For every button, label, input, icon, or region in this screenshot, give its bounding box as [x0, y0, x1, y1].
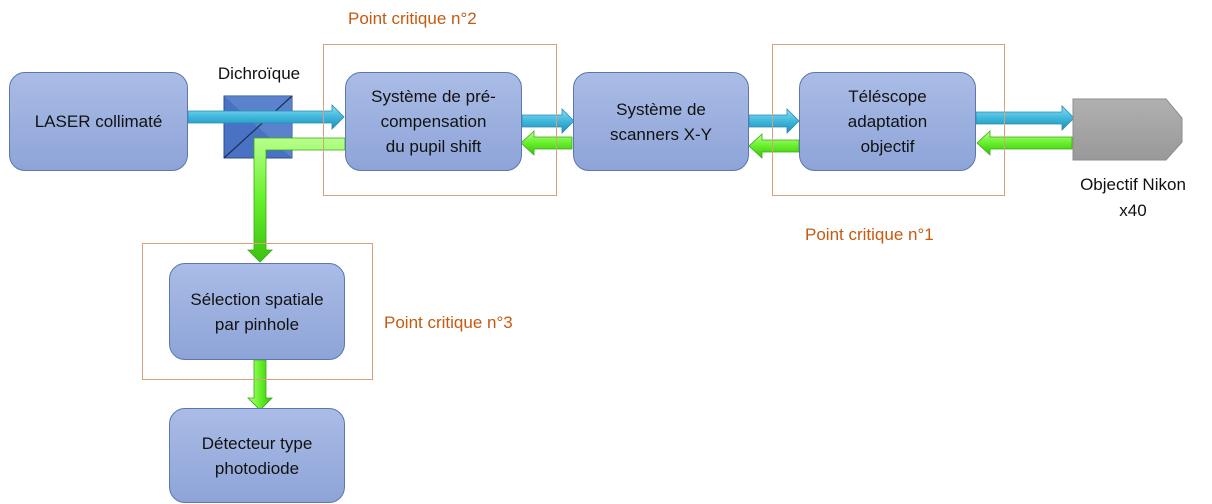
beam-scanners-to-precomp	[520, 130, 573, 156]
scanners-block: Système de scanners X-Y	[573, 72, 749, 171]
laser-block: LASER collimaté	[9, 72, 188, 171]
objective-icon	[1072, 98, 1183, 161]
pinhole-block: Sélection spatiale par pinhole	[169, 263, 345, 360]
beam-pinhole-to-detector	[247, 359, 273, 411]
critical-frame-1	[772, 44, 1005, 196]
beam-objective-to-telescope	[976, 130, 1073, 156]
beam-return-precomp-to-dichroic	[247, 137, 346, 263]
telescope-block: Téléscope adaptation objectif	[799, 72, 976, 171]
detector-block: Détecteur type photodiode	[169, 408, 345, 503]
beam-laser-to-precomp	[187, 104, 345, 130]
critical-frame-3	[142, 243, 373, 380]
critical-point-1-label: Point critique n°1	[805, 225, 934, 244]
beam-precomp-to-scanners	[521, 108, 575, 134]
beam-scanners-to-telescope	[748, 108, 800, 134]
critical-frame-2	[323, 44, 557, 196]
precomp-block: Système de pré- compensation du pupil sh…	[345, 72, 522, 171]
beam-telescope-to-scanners	[748, 133, 800, 159]
critical-point-2-label: Point critique n°2	[348, 9, 477, 28]
objective-label: Objectif Nikon x40	[1080, 175, 1186, 220]
critical-point-3-label: Point critique n°3	[384, 313, 513, 332]
beam-telescope-to-objective	[975, 105, 1075, 131]
dichroic-label: Dichroïque	[217, 64, 301, 83]
